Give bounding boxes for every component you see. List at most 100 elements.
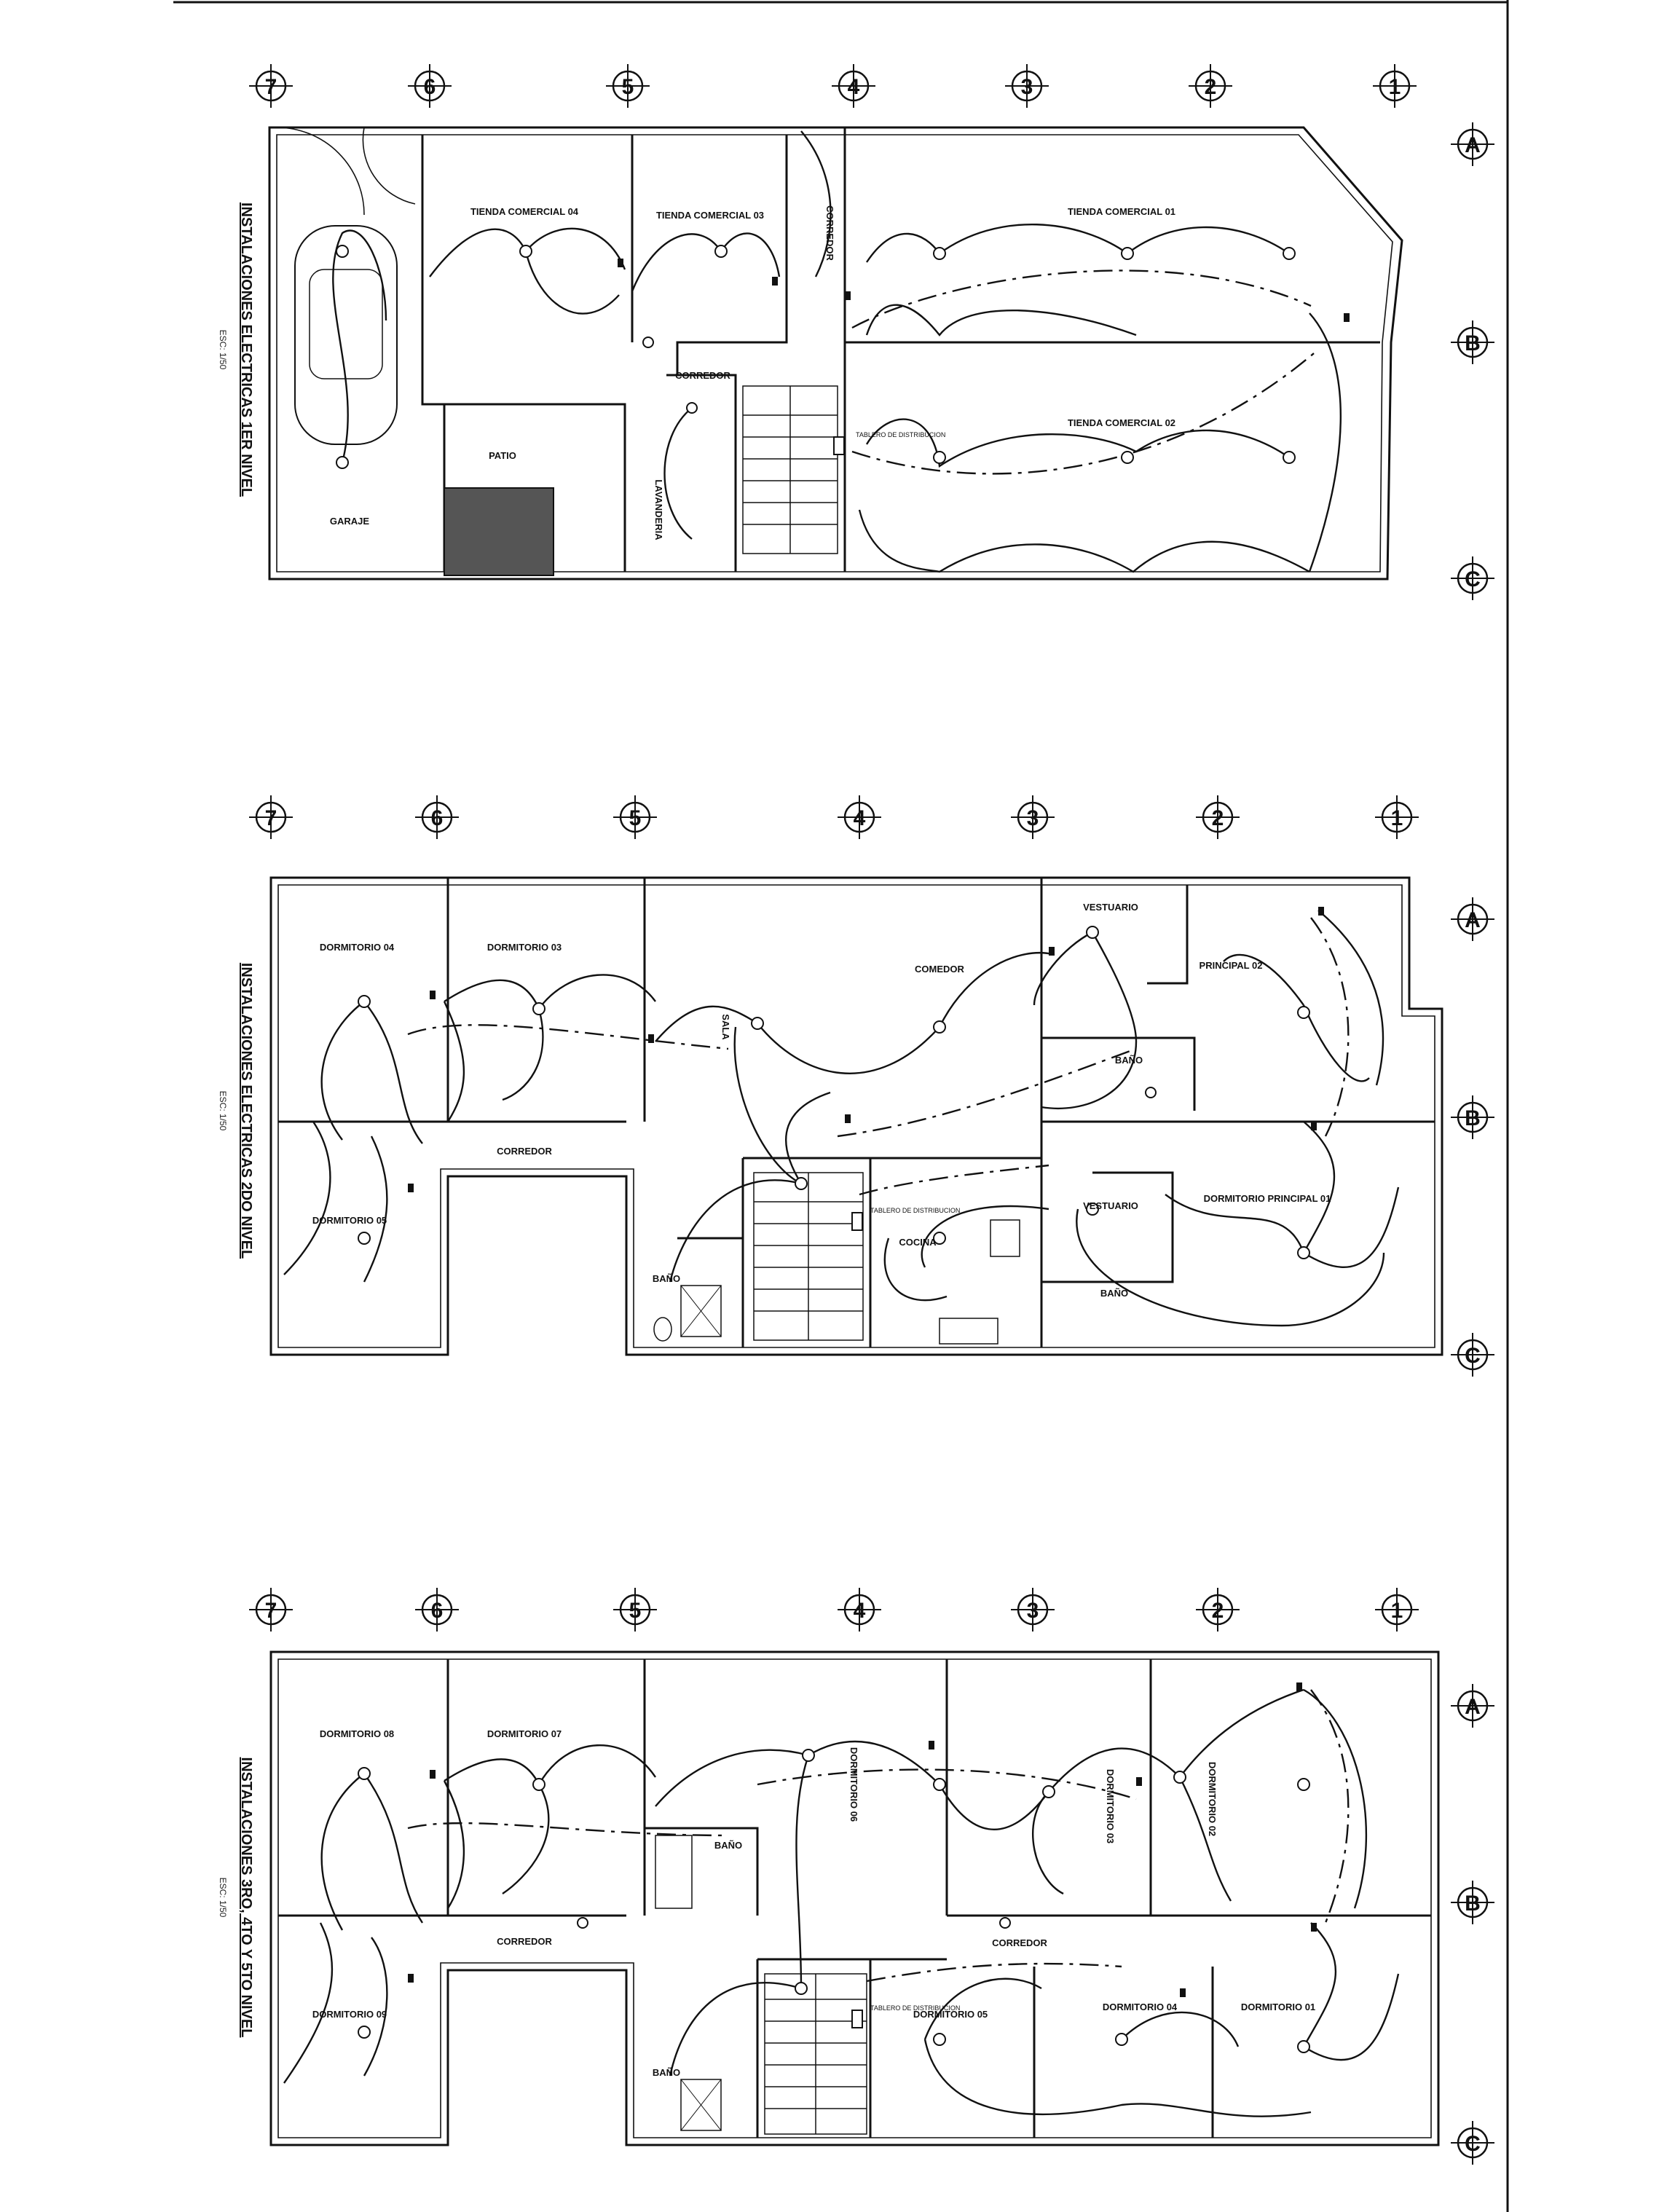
grid-bubble-A: A	[1451, 1684, 1494, 1728]
grid-bubble-1: 1	[1375, 795, 1419, 839]
grid-bubble-4: 4	[838, 795, 881, 839]
room-label-bano-c: BAÑO	[653, 1273, 680, 1284]
grid-bubble-5: 5	[613, 1588, 657, 1632]
room-label-bano-b: BAÑO	[653, 2067, 680, 2078]
svg-text:7: 7	[265, 806, 277, 830]
svg-text:C: C	[1465, 567, 1481, 591]
svg-text:2: 2	[1212, 1599, 1224, 1623]
grid-bubble-5: 5	[606, 64, 650, 108]
floor1-scale: ESC: 1/50	[218, 330, 228, 370]
room-label-dorm02: DORMITORIO 02	[1207, 1762, 1218, 1836]
room-label-corredor-a: CORREDOR	[824, 205, 835, 261]
grid-bubble-1: 1	[1373, 64, 1417, 108]
room-label-cocina: COCINA	[899, 1237, 937, 1248]
floor2-stair	[753, 1172, 864, 1341]
room-label-tienda04: TIENDA COMERCIAL 04	[470, 206, 579, 217]
svg-text:B: B	[1465, 1106, 1481, 1130]
grid-bubble-5: 5	[613, 795, 657, 839]
svg-text:4: 4	[854, 1599, 866, 1623]
svg-text:C: C	[1465, 1344, 1481, 1368]
room-label-bano-a: BAÑO	[1115, 1055, 1143, 1066]
floor3-title: INSTALACIONES 3RO, 4TO Y 5TO NIVEL	[238, 1758, 254, 2038]
patio-planter	[444, 487, 554, 576]
svg-text:3: 3	[1027, 806, 1039, 830]
distribution-panel	[851, 1212, 863, 1231]
svg-text:6: 6	[424, 75, 436, 99]
room-label-corredor: CORREDOR	[497, 1146, 552, 1157]
distribution-panel	[833, 436, 845, 455]
room-label-vestuario-b: VESTUARIO	[1083, 1200, 1138, 1211]
grid-bubble-7: 7	[249, 1588, 293, 1632]
svg-text:5: 5	[629, 806, 642, 830]
panel-label-floor2: TABLERO DE DISTRIBUCION	[870, 1207, 960, 1214]
room-label-garaje: GARAJE	[330, 516, 370, 527]
svg-text:B: B	[1465, 331, 1481, 355]
grid-bubble-4: 4	[832, 64, 875, 108]
svg-text:A: A	[1465, 1695, 1481, 1719]
floor3-stair	[764, 1973, 867, 2135]
svg-text:2: 2	[1205, 75, 1217, 99]
grid-bubble-A: A	[1451, 122, 1494, 166]
room-label-corredor-b: CORREDOR	[992, 1937, 1047, 1948]
room-label-bano-a: BAÑO	[714, 1840, 742, 1851]
grid-bubble-A: A	[1451, 897, 1494, 941]
svg-text:5: 5	[622, 75, 634, 99]
room-label-dorm07: DORMITORIO 07	[487, 1728, 562, 1739]
floor-plan-3: 7 6 5 4 3 2 1 A B C	[218, 1588, 1494, 2165]
grid-bubble-C: C	[1451, 1333, 1494, 1377]
room-label-principal01: DORMITORIO PRINCIPAL 01	[1204, 1193, 1331, 1204]
room-label-dorm01: DORMITORIO 01	[1241, 2002, 1315, 2012]
distribution-panel	[851, 2010, 863, 2028]
floor2-title: INSTALACIONES ELECTRICAS 2DO NIVEL	[238, 963, 254, 1259]
floor1-title: INSTALACIONES ELECTRICAS 1ER NIVEL	[238, 202, 254, 497]
grid-bubble-2: 2	[1189, 64, 1232, 108]
svg-text:3: 3	[1021, 75, 1033, 99]
grid-bubble-3: 3	[1011, 795, 1055, 839]
room-label-sala: SALA	[720, 1014, 731, 1040]
grid-bubble-B: B	[1451, 1095, 1494, 1139]
svg-text:1: 1	[1389, 75, 1401, 99]
svg-text:4: 4	[854, 806, 866, 830]
grid-bubble-C: C	[1451, 2121, 1494, 2165]
room-label-bano-b: BAÑO	[1100, 1288, 1128, 1299]
floor2-outer-wall	[269, 876, 1443, 1356]
room-label-dorm05: DORMITORIO 05	[913, 2009, 988, 2020]
grid-bubble-7: 7	[249, 64, 293, 108]
svg-text:B: B	[1465, 1892, 1481, 1916]
room-label-tienda01: TIENDA COMERCIAL 01	[1068, 206, 1175, 217]
grid-bubble-6: 6	[415, 795, 459, 839]
floor1-outer-wall	[268, 126, 1403, 580]
floor-plan-1: 7 6 5 4 3 2 1 A B C	[218, 64, 1494, 600]
room-label-dorm04: DORMITORIO 04	[320, 942, 395, 953]
grid-bubble-B: B	[1451, 1881, 1494, 1924]
grid-bubble-4: 4	[838, 1588, 881, 1632]
svg-text:C: C	[1465, 2132, 1481, 2156]
svg-text:6: 6	[431, 1599, 444, 1623]
room-label-patio: PATIO	[489, 450, 516, 461]
svg-text:A: A	[1465, 133, 1481, 157]
room-label-dorm04: DORMITORIO 04	[1103, 2002, 1178, 2012]
grid-bubble-C: C	[1451, 556, 1494, 600]
svg-text:1: 1	[1391, 806, 1403, 830]
grid-bubble-6: 6	[415, 1588, 459, 1632]
room-label-vestuario-a: VESTUARIO	[1083, 902, 1138, 913]
svg-text:2: 2	[1212, 806, 1224, 830]
room-label-corredor-b: CORREDOR	[675, 370, 730, 381]
room-label-dorm09: DORMITORIO 09	[312, 2009, 387, 2020]
room-label-comedor: COMEDOR	[915, 964, 965, 975]
grid-bubble-2: 2	[1196, 795, 1240, 839]
car-icon	[294, 225, 398, 445]
grid-bubble-7: 7	[249, 795, 293, 839]
room-label-corredor-a: CORREDOR	[497, 1936, 552, 1947]
floor2-scale: ESC: 1/50	[218, 1091, 228, 1131]
grid-bubble-3: 3	[1005, 64, 1049, 108]
panel-label-floor3: TABLERO DE DISTRIBUCION	[870, 2004, 960, 2012]
room-label-dorm05: DORMITORIO 05	[312, 1215, 387, 1226]
grid-bubble-2: 2	[1196, 1588, 1240, 1632]
svg-text:7: 7	[265, 1599, 277, 1623]
grid-bubble-B: B	[1451, 320, 1494, 364]
room-label-dorm03: DORMITORIO 03	[1105, 1769, 1116, 1843]
grid-bubble-1: 1	[1375, 1588, 1419, 1632]
floor-plan-2: 7 6 5 4 3 2 1 A B C	[218, 795, 1494, 1377]
room-label-principal02: PRINCIPAL 02	[1200, 960, 1263, 971]
